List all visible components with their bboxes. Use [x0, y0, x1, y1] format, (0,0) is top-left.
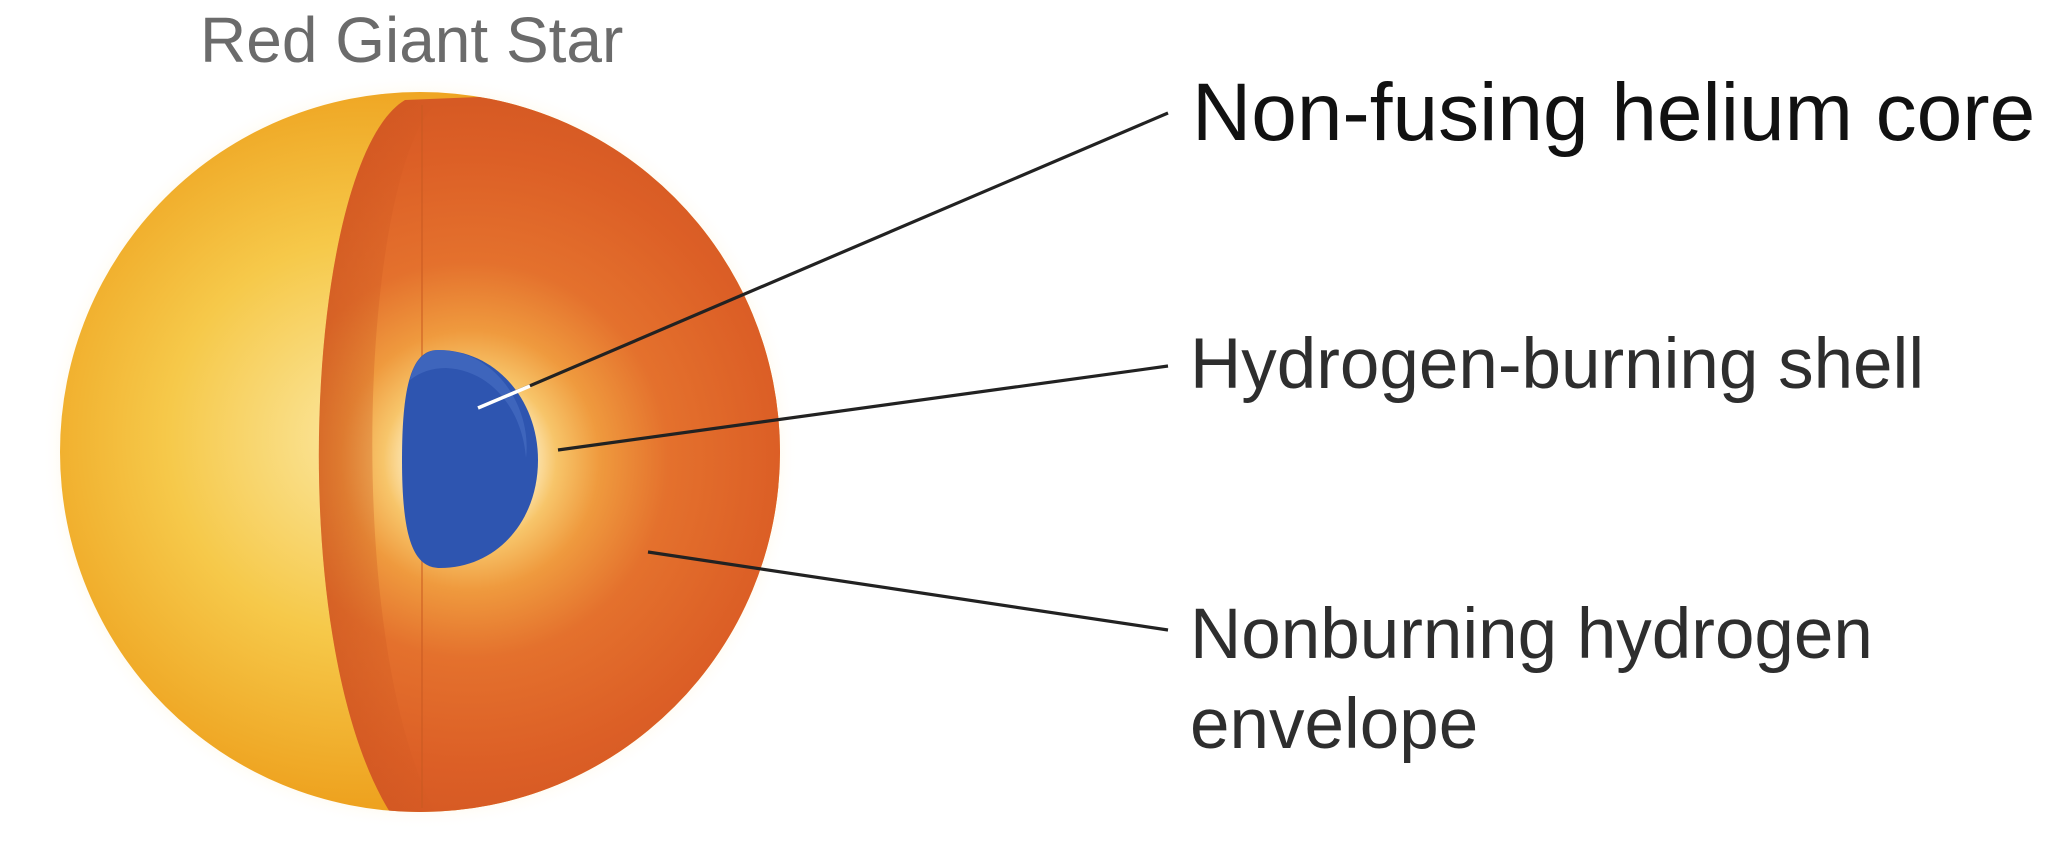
label-hydrogen-envelope: Nonburning hydrogen envelope: [1190, 590, 2010, 770]
label-helium-core: Non-fusing helium core: [1192, 68, 2035, 158]
label-hydrogen-shell: Hydrogen-burning shell: [1190, 326, 1924, 404]
